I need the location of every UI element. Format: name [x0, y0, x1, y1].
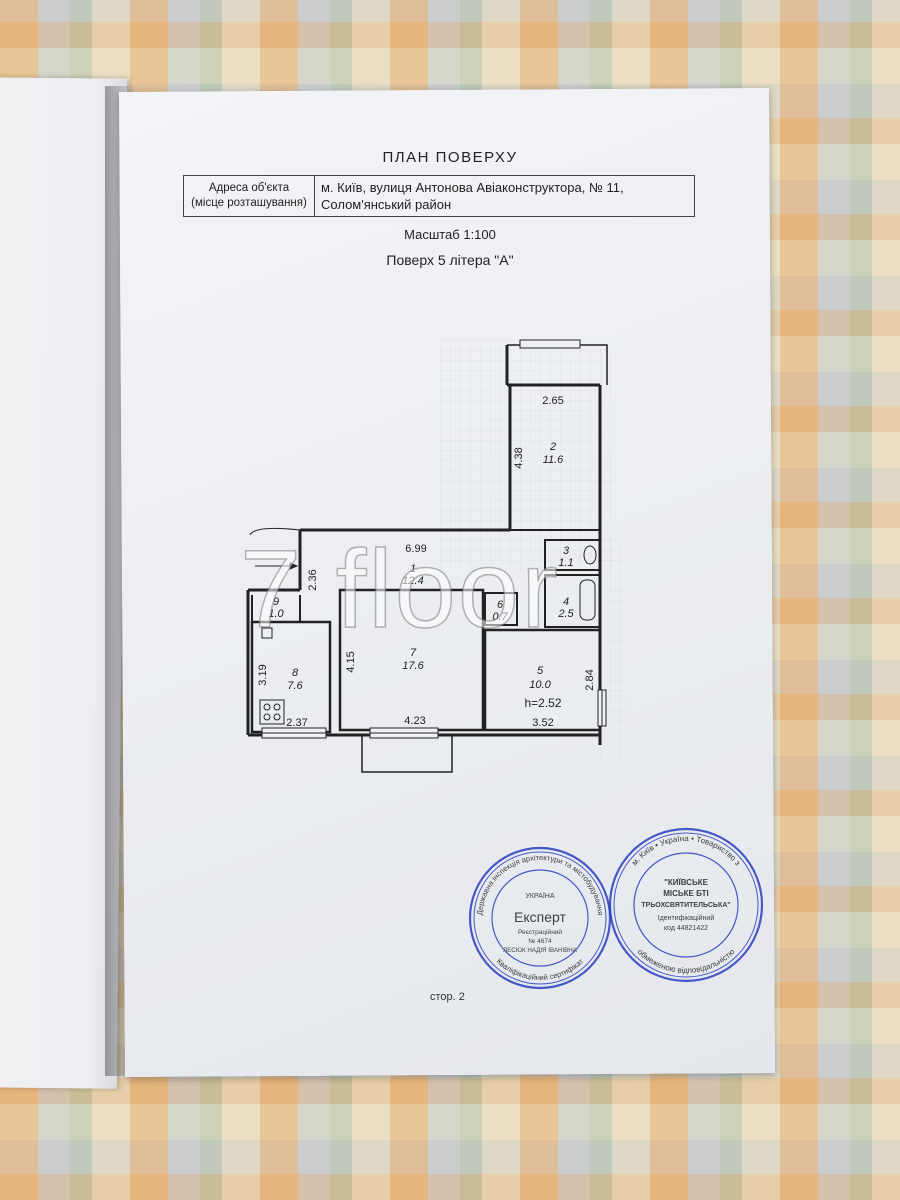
dim-room7-width: 4.23 — [404, 715, 425, 727]
expert-stamp: Державна інспекція архітектури та містоб… — [468, 846, 612, 990]
expert-stamp-ring-top: Державна інспекція архітектури та містоб… — [475, 853, 605, 916]
address-line1: м. Київ, вулиця Антонова Авіаконструктор… — [321, 180, 624, 195]
toilet-icon — [583, 545, 597, 565]
dim-room5-width: 3.52 — [532, 717, 553, 729]
plan-fixtures — [249, 527, 597, 725]
stove-icon — [259, 699, 285, 725]
expert-stamp-ring-bottom: Кваліфікаційний сертифікат — [495, 956, 586, 982]
expert-stamp-country: УКРАЇНА — [525, 892, 554, 900]
door-swing-icon — [249, 527, 301, 536]
address-value: м. Київ, вулиця Антонова Авіаконструктор… — [314, 175, 695, 217]
expert-stamp-reg: Реєстраційний — [518, 928, 562, 936]
plan-grid — [440, 340, 615, 570]
plan-walls — [246, 344, 608, 773]
entrance-arrow-icon — [255, 562, 299, 570]
dim-room7-height: 4.15 — [345, 651, 357, 672]
room-9-area: 1.0 — [268, 608, 284, 620]
floor-label: Поверх 5 літера "А" — [386, 252, 514, 268]
address-label-line2: (місце розташування) — [191, 197, 307, 209]
bti-stamp-line1: "КИЇВСЬКЕ — [664, 878, 709, 887]
dim-room8-height: 3.19 — [257, 664, 269, 685]
plan-windows — [261, 339, 607, 739]
dim-corridor-width: 2.36 — [307, 569, 319, 590]
plan-grid-lower — [600, 540, 630, 760]
bti-stamp-ring-bottom: обмеженою відповідальністю — [636, 947, 737, 975]
dim-room8-width: 2.37 — [286, 717, 307, 729]
page-title: ПЛАН ПОВЕРХУ — [382, 149, 518, 166]
room-6-area: 0.7 — [492, 611, 508, 623]
room-3-area: 1.1 — [558, 557, 573, 569]
dimension-labels: 2.65 4.38 6.99 2.36 4.15 4.23 3.19 2.37 … — [257, 395, 596, 729]
expert-stamp-number: № 4674 — [528, 938, 552, 945]
address-table: Адреса об'єкта (місце розташування) м. К… — [183, 175, 695, 217]
room-9-number: 9 — [273, 596, 279, 608]
room-1-number: 1 — [410, 563, 416, 575]
bti-stamp-line2: МІСЬКЕ БТІ — [663, 889, 709, 898]
bti-stamp-line4: Ідентифікаційний — [658, 914, 715, 922]
room-7-number: 7 — [410, 647, 417, 659]
room-3-number: 3 — [563, 545, 570, 557]
dim-room5-height: 2.84 — [584, 669, 596, 690]
dim-corridor-length: 6.99 — [405, 543, 426, 555]
room-8-area: 7.6 — [287, 680, 303, 692]
bti-stamp-line5: код 44821422 — [664, 925, 708, 932]
room-2-area: 11.6 — [543, 454, 564, 466]
dim-room2-width: 2.65 — [542, 395, 563, 407]
room-4-area: 2.5 — [557, 608, 574, 620]
page-number: стор. 2 — [430, 991, 465, 1003]
address-line2: Солом'янський район — [321, 197, 452, 212]
address-label: Адреса об'єкта (місце розташування) — [183, 175, 315, 217]
room-labels: 1 12.4 2 11.6 3 1.1 4 2.5 5 10.0 6 0.7 7… — [268, 441, 574, 692]
ceiling-height: h=2.52 — [524, 696, 561, 710]
room-7-area: 17.6 — [402, 660, 424, 672]
room-2-number: 2 — [549, 441, 556, 453]
room-5-number: 5 — [537, 665, 544, 677]
room-5-area: 10.0 — [529, 679, 551, 691]
bti-stamp-line3: ТРЬОХСВЯТИТЕЛЬСЬКА" — [641, 902, 730, 909]
room-6-number: 6 — [497, 599, 504, 611]
expert-stamp-name: ЛЕСЮК НАДІЯ ІВАНІВНА — [503, 947, 578, 954]
dim-room2-length: 4.38 — [513, 447, 525, 468]
address-label-line1: Адреса об'єкта — [208, 182, 290, 194]
sink-icon — [261, 627, 273, 639]
bti-stamp: м. Київ • Україна • Товариство з обмежен… — [608, 827, 764, 983]
scale-label: Масштаб 1:100 — [404, 227, 496, 242]
watermark: 7 floor — [239, 528, 560, 651]
bathtub-icon — [579, 579, 596, 621]
room-4-number: 4 — [563, 596, 569, 608]
room-8-number: 8 — [292, 667, 299, 679]
expert-stamp-title: Експерт — [514, 909, 566, 925]
room-1-area: 12.4 — [402, 575, 423, 587]
